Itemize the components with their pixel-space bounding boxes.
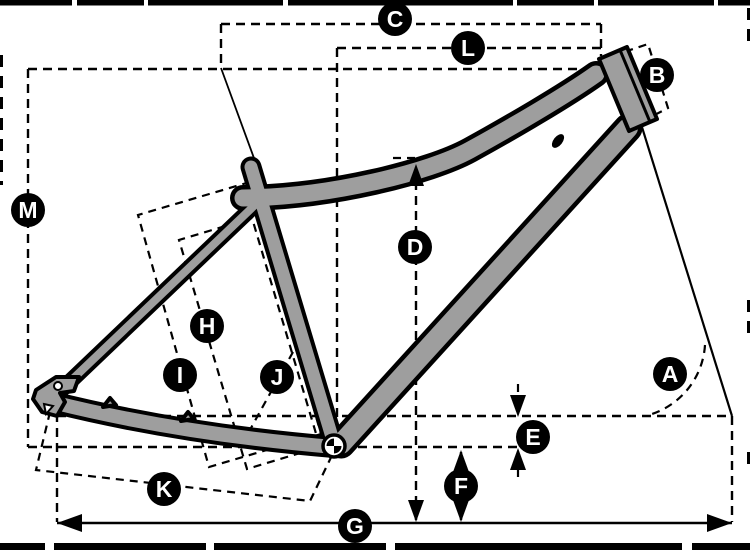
chainstay-bump-1 bbox=[101, 396, 118, 409]
label-i-circle bbox=[163, 358, 197, 392]
label-e: E bbox=[516, 420, 550, 454]
label-k-circle bbox=[147, 472, 181, 506]
label-g-text: G bbox=[346, 513, 364, 539]
steering-axis-line bbox=[639, 123, 734, 417]
f-top-arrowhead bbox=[453, 450, 469, 472]
top-strip-gap bbox=[714, 0, 718, 6]
label-d-text: D bbox=[407, 234, 424, 260]
top-strip-gap bbox=[72, 0, 77, 6]
head-tube-inner-line bbox=[618, 49, 652, 123]
bottom-strip-gap bbox=[206, 543, 214, 550]
bb-quadrant-se bbox=[334, 446, 342, 454]
bottom-strip-gap bbox=[386, 543, 395, 550]
label-e-circle bbox=[516, 420, 550, 454]
down-tube-hole bbox=[551, 134, 565, 148]
label-i: I bbox=[163, 358, 197, 392]
top-strip-gap bbox=[594, 0, 598, 6]
label-h: H bbox=[190, 309, 224, 343]
wheelbase-left-arrowhead bbox=[57, 514, 82, 532]
label-j-text: J bbox=[271, 364, 284, 390]
bottom-strip-gap bbox=[682, 543, 692, 550]
top-strip-gap bbox=[144, 0, 148, 6]
labels: A B C D E F G H bbox=[11, 2, 687, 543]
label-h-circle bbox=[190, 309, 224, 343]
d-top-arrowhead bbox=[408, 164, 424, 186]
label-g: G bbox=[338, 509, 372, 543]
dimension-bracket-i-seat-tube-outer bbox=[136, 180, 323, 469]
label-k-text: K bbox=[156, 476, 173, 502]
label-c: C bbox=[378, 2, 412, 36]
dropout-slot bbox=[53, 381, 63, 391]
down-tube-core bbox=[331, 118, 638, 454]
label-m-circle bbox=[11, 193, 45, 227]
wheelbase-right-arrowhead bbox=[707, 514, 732, 532]
label-d: D bbox=[398, 230, 432, 264]
label-a-circle bbox=[653, 357, 687, 391]
wheelbase-arrow bbox=[57, 514, 732, 532]
measure-arrows bbox=[408, 164, 526, 522]
label-b: B bbox=[640, 58, 674, 92]
frame-outlines bbox=[41, 61, 643, 459]
label-f-text: F bbox=[454, 473, 468, 499]
top-tube-core bbox=[234, 65, 605, 207]
top-strip-gap bbox=[283, 0, 288, 6]
f-bottom-arrowhead bbox=[453, 500, 469, 522]
d-bottom-arrowhead bbox=[408, 500, 424, 522]
bottom-edge-strip bbox=[0, 543, 750, 550]
label-m-text: M bbox=[18, 197, 37, 223]
chainstay-core bbox=[45, 395, 341, 454]
e-down-arrowhead bbox=[510, 395, 526, 417]
label-d-circle bbox=[398, 230, 432, 264]
label-g-circle bbox=[338, 509, 372, 543]
label-l-circle bbox=[451, 31, 485, 65]
dimension-bracket-h-seat-tube-inner bbox=[177, 216, 322, 471]
label-j-circle bbox=[260, 360, 294, 394]
label-f-circle bbox=[444, 469, 478, 503]
label-b-text: B bbox=[649, 62, 666, 88]
chainstay-bump-2 bbox=[179, 410, 196, 423]
bb-quadrant-nw bbox=[326, 438, 334, 446]
label-l: L bbox=[451, 31, 485, 65]
label-e-text: E bbox=[525, 424, 540, 450]
top-strip-gap bbox=[513, 0, 517, 6]
seat-tube-core bbox=[244, 160, 342, 454]
label-h-text: H bbox=[199, 313, 216, 339]
dropout-notch bbox=[42, 402, 55, 417]
bike-frame bbox=[31, 45, 659, 459]
bottom-strip-gap bbox=[45, 543, 54, 550]
bottom-bracket-symbol bbox=[321, 433, 347, 459]
label-k: K bbox=[147, 472, 181, 506]
frame-cores bbox=[45, 65, 638, 454]
label-f: F bbox=[444, 469, 478, 503]
label-a: A bbox=[653, 357, 687, 391]
label-a-text: A bbox=[662, 361, 679, 387]
dimension-arc-a-head-angle bbox=[651, 344, 707, 416]
label-c-circle bbox=[378, 2, 412, 36]
label-i-text: I bbox=[177, 362, 183, 388]
head-tube bbox=[597, 45, 659, 133]
top-edge-strip bbox=[0, 0, 750, 6]
label-l-text: L bbox=[461, 35, 475, 61]
seat-stay-core bbox=[54, 199, 261, 397]
label-c-text: C bbox=[387, 6, 404, 32]
label-m: M bbox=[11, 193, 45, 227]
label-b-circle bbox=[640, 58, 674, 92]
label-j: J bbox=[260, 360, 294, 394]
e-up-arrowhead bbox=[510, 448, 526, 470]
